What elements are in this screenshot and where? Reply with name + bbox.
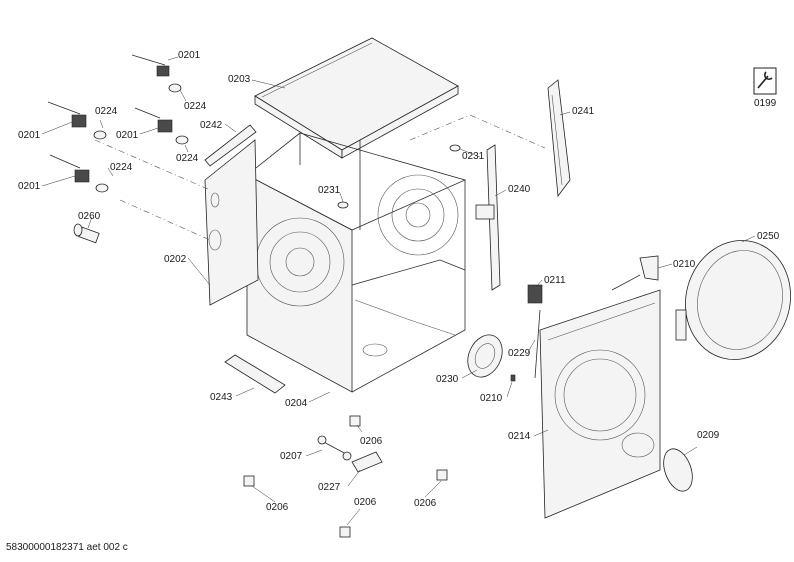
screw-hinge-group-b[interactable] (47, 101, 107, 140)
label-0206-b: 0206 (266, 502, 289, 513)
plate-part[interactable] (351, 451, 383, 473)
front-panel-part[interactable] (539, 289, 661, 519)
label-0240: 0240 (508, 184, 531, 195)
label-0201-a: 0201 (178, 50, 201, 61)
screw-hinge-group-a[interactable] (131, 54, 182, 93)
label-0211: 0211 (544, 275, 566, 286)
wrench-part[interactable] (317, 435, 352, 461)
label-0204: 0204 (285, 398, 308, 409)
label-0224-a: 0224 (184, 101, 207, 112)
label-0242: 0242 (200, 120, 223, 131)
foot-part-a[interactable] (349, 415, 361, 427)
label-0260: 0260 (78, 211, 101, 222)
foot-part-b[interactable] (243, 475, 255, 487)
foot-part-c[interactable] (339, 526, 351, 538)
label-0250: 0250 (757, 231, 780, 242)
label-0199: 0199 (754, 98, 777, 109)
label-0201-d: 0201 (18, 181, 41, 192)
label-0243: 0243 (210, 392, 233, 403)
bottom-rail-part[interactable] (224, 354, 286, 394)
cabinet-frame-part[interactable] (246, 132, 467, 393)
mount-part[interactable] (461, 329, 509, 382)
label-0203: 0203 (228, 74, 251, 85)
screw-hinge-group-d[interactable] (49, 154, 109, 193)
label-0207: 0207 (280, 451, 303, 462)
switch-part[interactable] (611, 255, 659, 291)
strut-part[interactable] (475, 144, 501, 291)
label-0206-c: 0206 (354, 497, 377, 508)
label-0230: 0230 (436, 374, 459, 385)
label-0206-a: 0206 (360, 436, 383, 447)
gasket-part-b[interactable] (337, 201, 349, 209)
label-0209: 0209 (697, 430, 720, 441)
label-0214: 0214 (508, 431, 531, 442)
rod-part[interactable] (534, 309, 541, 379)
bracket-part[interactable] (204, 124, 257, 167)
label-0229: 0229 (508, 348, 531, 359)
door-part[interactable] (672, 229, 794, 372)
label-0224-c: 0224 (176, 153, 199, 164)
leader-lines (41, 56, 756, 526)
label-0224-d: 0224 (110, 162, 133, 173)
label-0231-b: 0231 (318, 185, 341, 196)
foot-part-d[interactable] (436, 469, 448, 481)
top-cover-part[interactable] (254, 37, 459, 159)
label-0206-d: 0206 (414, 498, 437, 509)
label-0201-c: 0201 (116, 130, 139, 141)
gasket-part-a[interactable] (449, 144, 461, 152)
pin-part[interactable] (510, 374, 516, 382)
label-0224-b: 0224 (95, 106, 118, 117)
adapter-part[interactable] (73, 223, 100, 244)
label-0227: 0227 (318, 482, 341, 493)
seal-ring-part[interactable] (658, 445, 697, 495)
label-0241: 0241 (572, 106, 595, 117)
rail-part[interactable] (547, 79, 571, 198)
label-0202: 0202 (164, 254, 187, 265)
label-0201-b: 0201 (18, 130, 41, 141)
label-0210-a: 0210 (673, 259, 696, 270)
lock-part[interactable] (527, 284, 543, 304)
label-0231-a: 0231 (462, 151, 485, 162)
screw-hinge-group-c[interactable] (134, 107, 189, 145)
document-id-footer: 58300000182371 aet 002 c (6, 542, 128, 553)
side-panel-part[interactable] (204, 139, 259, 306)
guide-lines (94, 114, 546, 241)
label-0210-b: 0210 (480, 393, 503, 404)
tool-icon (753, 67, 777, 95)
